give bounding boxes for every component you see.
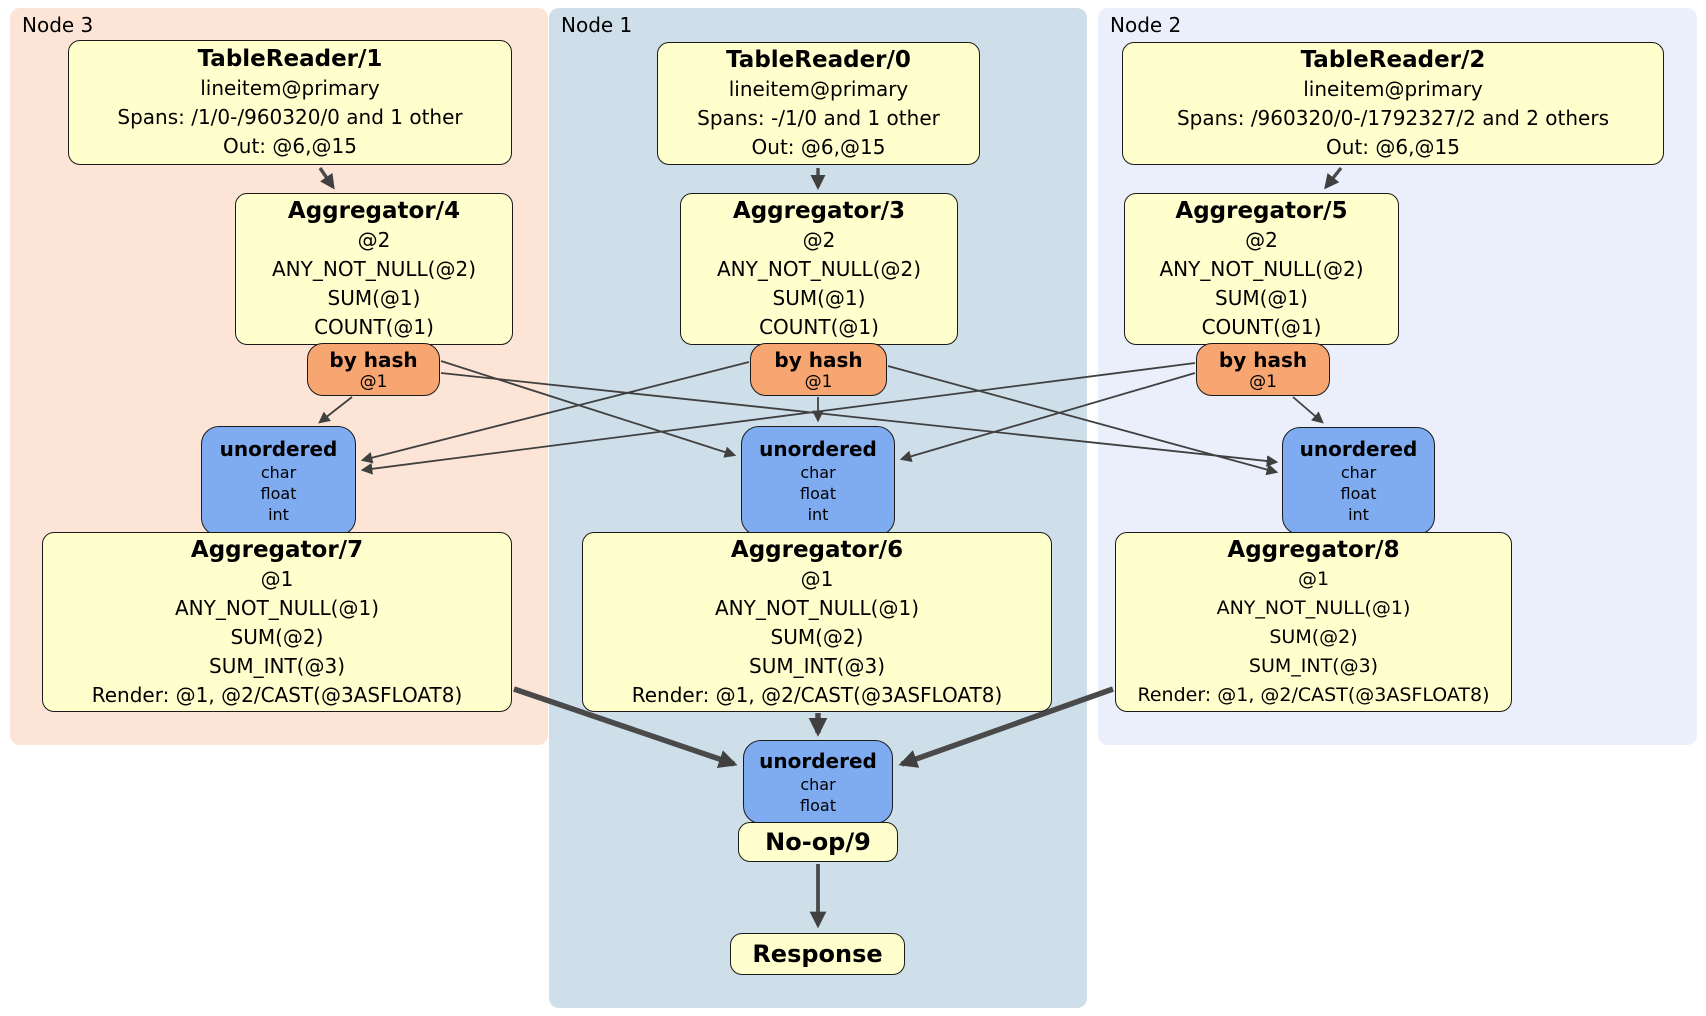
response-box: Response	[730, 933, 905, 975]
tablereader-0-box: TableReader/0 lineitem@primary Spans: -/…	[657, 42, 980, 165]
aggregator-7-box: Aggregator/7 @1 ANY_NOT_NULL(@1) SUM(@2)…	[42, 532, 512, 712]
sync-unordered-final: unordered char float	[743, 740, 893, 824]
tablereader-1-box: TableReader/1 lineitem@primary Spans: /1…	[68, 40, 512, 165]
aggregator-6-box: Aggregator/6 @1 ANY_NOT_NULL(@1) SUM(@2)…	[582, 532, 1052, 712]
aggregator-8-box: Aggregator/8 @1 ANY_NOT_NULL(@1) SUM(@2)…	[1115, 532, 1512, 712]
noop-box: No-op/9	[738, 822, 898, 862]
node1-label: Node 1	[561, 13, 633, 37]
sync-unordered-node1: unordered char float int	[741, 426, 895, 536]
aggregator-4-box: Aggregator/4 @2 ANY_NOT_NULL(@2) SUM(@1)…	[235, 193, 513, 345]
tablereader-2-box: TableReader/2 lineitem@primary Spans: /9…	[1122, 42, 1664, 165]
hash-router-node2: by hash @1	[1196, 343, 1330, 396]
sync-unordered-node3: unordered char float int	[201, 426, 356, 536]
hash-router-node1: by hash @1	[750, 343, 887, 396]
node3-label: Node 3	[22, 13, 94, 37]
sync-unordered-node2: unordered char float int	[1282, 427, 1435, 535]
hash-router-node3: by hash @1	[307, 343, 440, 396]
aggregator-3-box: Aggregator/3 @2 ANY_NOT_NULL(@2) SUM(@1)…	[680, 193, 958, 345]
aggregator-5-box: Aggregator/5 @2 ANY_NOT_NULL(@2) SUM(@1)…	[1124, 193, 1399, 345]
node2-label: Node 2	[1110, 13, 1182, 37]
